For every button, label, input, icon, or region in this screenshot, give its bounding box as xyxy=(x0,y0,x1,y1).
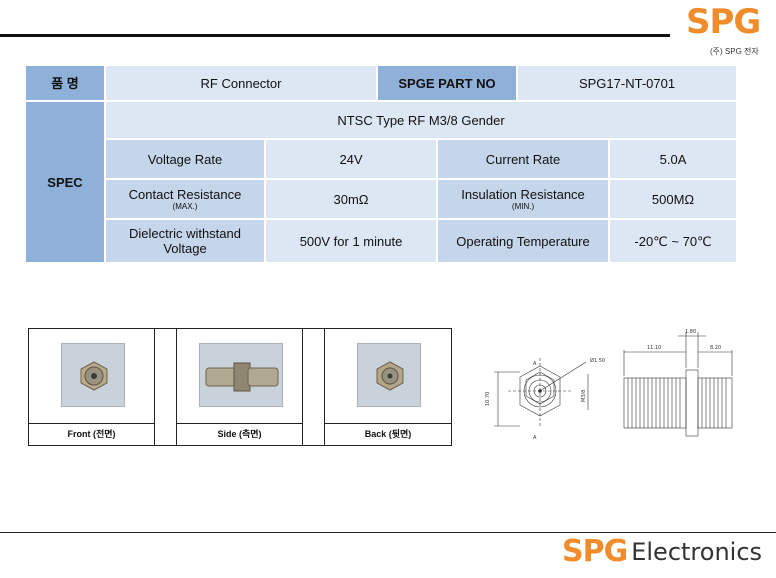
dim-thread-label: M3/8 xyxy=(581,390,587,402)
photo-front: Front (전면) xyxy=(29,329,155,445)
spec-row-value: 24V xyxy=(263,138,439,180)
front-photo-image xyxy=(61,343,125,407)
dim-height-label: 10.70 xyxy=(485,392,491,406)
back-caption: Back (뒷면) xyxy=(325,423,451,445)
spec-row-label: Insulation Resistance(MIN.) xyxy=(436,178,611,220)
part-no-label: SPGE PART NO xyxy=(376,64,519,102)
spec-row-label: Contact Resistance(MAX.) xyxy=(104,178,266,220)
spec-row-label: Operating Temperature xyxy=(436,218,611,264)
spec-row-value: 30mΩ xyxy=(263,178,439,220)
electronics-wordmark: Electronics xyxy=(631,537,763,566)
spg-logo-mark: SPG xyxy=(686,2,761,42)
dim-right-label: 8.20 xyxy=(710,345,721,351)
photo-side: Side (측면) xyxy=(177,329,303,445)
spg-logo-subtitle: (주) SPG 전자 xyxy=(710,47,759,56)
photo-spacer xyxy=(303,329,325,445)
spec-label: SPEC xyxy=(24,100,106,264)
spec-row-value: -20℃ ~ 70℃ xyxy=(608,218,739,264)
spec-row-label: Current Rate xyxy=(436,138,611,180)
front-view-drawing xyxy=(494,358,589,427)
section-mark-top: A xyxy=(533,361,537,367)
dim-left-label: 11.10 xyxy=(647,345,661,351)
spec-row-note: (MAX.) xyxy=(172,202,198,211)
product-name-label: 품 명 xyxy=(24,64,106,102)
top-divider xyxy=(0,34,670,37)
spec-row-label: Voltage Rate xyxy=(104,138,266,180)
spec-row-label: Dielectric withstand Voltage xyxy=(104,218,266,264)
side-caption: Side (측면) xyxy=(177,423,302,445)
spec-title: NTSC Type RF M3/8 Gender xyxy=(103,100,739,140)
spec-row-note: (MIN.) xyxy=(511,202,535,211)
dim-top-label: 1.80 xyxy=(685,329,696,335)
spec-row-value: 500V for 1 minute xyxy=(263,218,439,264)
product-name-value: RF Connector xyxy=(103,64,379,102)
side-view-drawing xyxy=(623,332,733,437)
dim-hole-label: Ø1.50 xyxy=(590,357,605,364)
spec-table: 품 명 RF Connector SPGE PART NO SPG17-NT-0… xyxy=(24,64,739,264)
part-no-value: SPG17-NT-0701 xyxy=(516,64,739,102)
spec-row-value: 5.0A xyxy=(608,138,739,180)
section-mark-bottom: A xyxy=(533,435,537,441)
side-photo-image xyxy=(199,343,283,407)
photo-back: Back (뒷면) xyxy=(325,329,451,445)
back-photo-image xyxy=(357,343,421,407)
spec-row-value: 500MΩ xyxy=(608,178,739,220)
spg-logo-top: SPG (주) SPG 전자 xyxy=(686,2,768,58)
spg-logo-mark-bottom: SPG xyxy=(562,534,628,569)
technical-drawing: Ø1.50 10.70 M3/8 A A xyxy=(482,326,738,446)
product-photo-strip: Front (전면) Side (측면) Back (뒷면) xyxy=(28,328,452,446)
photo-spacer xyxy=(155,329,177,445)
front-caption: Front (전면) xyxy=(29,423,154,445)
bottom-divider xyxy=(0,532,776,533)
